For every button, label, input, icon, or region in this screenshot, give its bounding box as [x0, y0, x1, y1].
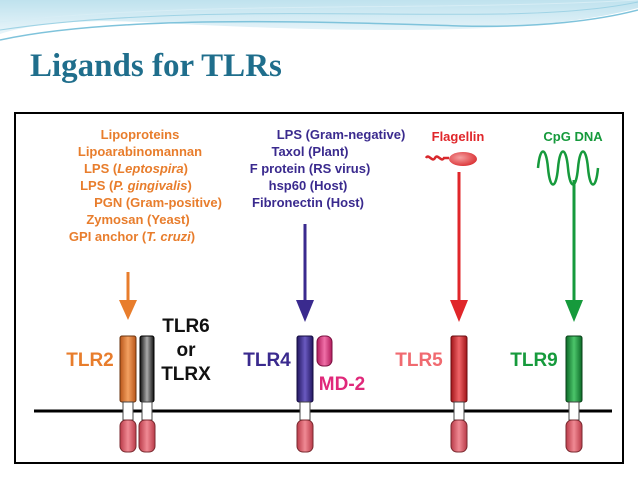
tlr2-ligand-item: Lipoarabinomannan: [78, 144, 202, 159]
dna-wave-icon: [536, 150, 600, 186]
tlr5-receptor: [450, 335, 468, 453]
tlr6-or-tlrx-label-3: TLRX: [161, 364, 211, 385]
tlr6-or-tlrx-label-1: TLR6: [162, 316, 210, 337]
tlr4-receptor: [296, 335, 314, 453]
cpg-dna-label: CpG DNA: [543, 129, 603, 144]
md2-label: MD-2: [319, 374, 365, 395]
tlr2-ligand-item: Lipoproteins: [101, 127, 180, 142]
tlr5-label: TLR5: [395, 350, 443, 371]
tlr6-or-tlrx-label-2: or: [177, 340, 197, 361]
tlr2-ligand-item: Zymosan (Yeast): [86, 212, 189, 227]
tlr4-ligand-item: LPS (Gram-negative): [277, 127, 406, 142]
tlr2-ligand-item: LPS (Leptospira): [84, 161, 188, 176]
tlr2-arrow: [119, 272, 137, 320]
header-wave-decoration: [0, 0, 638, 41]
slide-title: Ligands for TLRs: [30, 48, 282, 84]
flagellin-label: Flagellin: [432, 129, 485, 144]
tlr2-label: TLR2: [66, 350, 114, 371]
tlr2-ligand-item: GPI anchor (T. cruzi): [69, 229, 195, 244]
flagellin-icon: [424, 152, 477, 166]
md2-protein: [316, 335, 333, 367]
tlr5-arrow: [450, 172, 468, 322]
tlr4-ligand-list: LPS (Gram-negative) Taxol (Plant) F protei…: [250, 127, 406, 210]
tlr4-ligand-item: hsp60 (Host): [269, 178, 348, 193]
tlr2-ligand-item: LPS (P. gingivalis): [80, 178, 192, 193]
tlr2-receptor: [119, 335, 137, 453]
tlr2-ligand-item: PGN (Gram-positive): [94, 195, 222, 210]
tlr4-ligand-item: Taxol (Plant): [271, 144, 348, 159]
tlr9-receptor: [565, 335, 583, 453]
tlr4-arrow: [296, 224, 314, 322]
tlr4-ligand-item: Fibronectin (Host): [252, 195, 364, 210]
tlr4-ligand-item: F protein (RS virus): [250, 161, 371, 176]
tlr9-arrow: [565, 180, 583, 322]
tlr6-receptor: [138, 335, 156, 453]
tlr9-label: TLR9: [510, 350, 558, 371]
tlr4-label: TLR4: [243, 350, 291, 371]
